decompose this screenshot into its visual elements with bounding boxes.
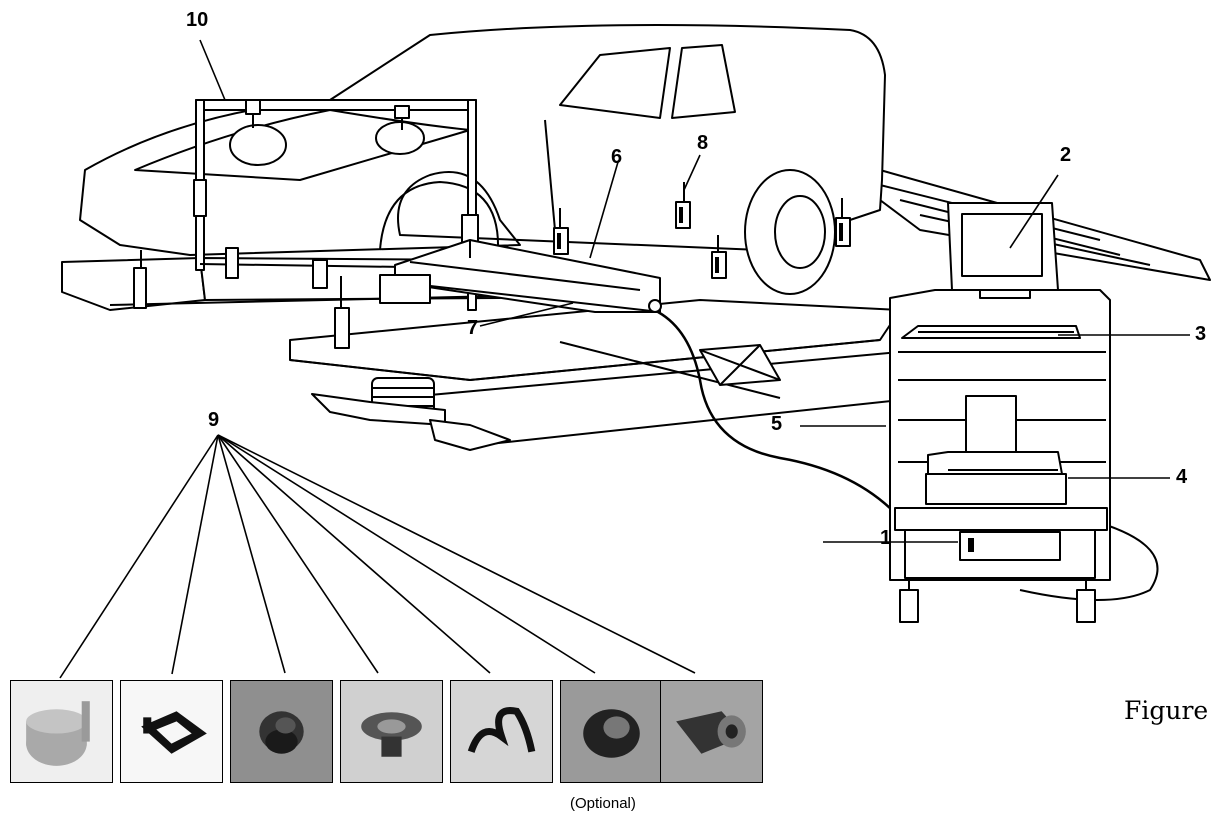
adapter-4-image <box>341 681 442 782</box>
callout-leaders <box>59 39 1190 679</box>
adapter-7-image <box>661 681 762 782</box>
computer-unit <box>959 531 1061 561</box>
adapter-6-image <box>561 681 662 782</box>
callout-9: 9 <box>208 409 220 431</box>
adapter-3-image <box>231 681 332 782</box>
adapter-thumbnail-4 <box>340 680 443 783</box>
adapter-thumbnail-1 <box>10 680 113 783</box>
callout-3: 3 <box>1195 323 1207 345</box>
figure-label: Figure <box>1124 696 1209 725</box>
upper-body-bridge <box>193 99 479 311</box>
printer <box>925 395 1067 505</box>
callout-10: 10 <box>186 9 209 31</box>
optional-caption: (Optional) <box>570 795 636 812</box>
adapter-thumbnail-7 <box>660 680 763 783</box>
callout-6: 6 <box>611 146 623 168</box>
callout-8: 8 <box>697 132 709 154</box>
adapter-1-image <box>11 681 112 782</box>
adapter-thumbnail-3 <box>230 680 333 783</box>
adapter-2-image <box>121 681 222 782</box>
measuring-bridge <box>379 239 662 313</box>
keyboard <box>901 325 1081 339</box>
power-cable <box>1019 519 1159 601</box>
adapter-5-image <box>451 681 552 782</box>
callout-2: 2 <box>1060 144 1072 166</box>
adapter-thumbnail-2 <box>120 680 223 783</box>
monitor <box>947 202 1059 299</box>
callout-5: 5 <box>771 413 783 435</box>
adapter-thumbnail-5 <box>450 680 553 783</box>
callout-4: 4 <box>1176 466 1188 488</box>
data-cable <box>657 310 893 511</box>
callout-7: 7 <box>467 317 479 339</box>
callout-1: 1 <box>880 527 892 549</box>
adapter-thumbnail-6 <box>560 680 663 783</box>
